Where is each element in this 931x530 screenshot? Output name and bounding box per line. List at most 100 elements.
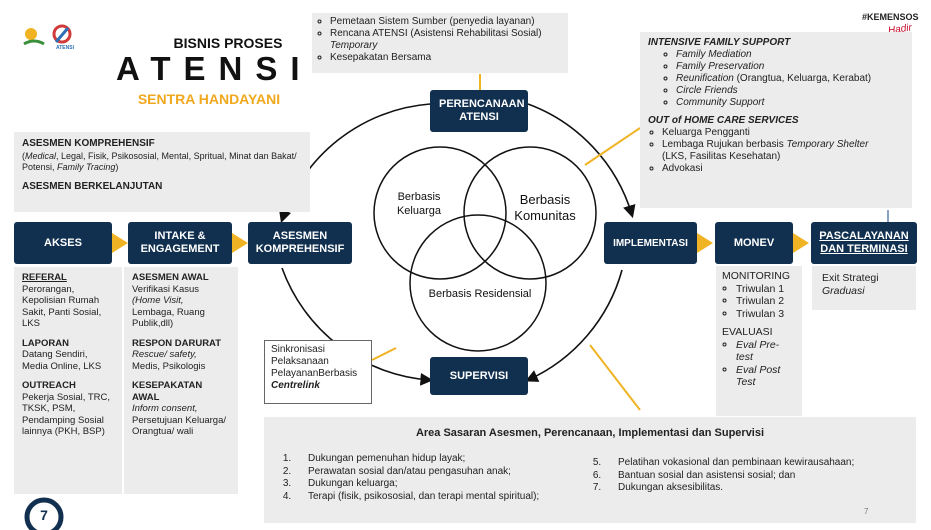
- intake-label: INTAKE & ENGAGEMENT: [140, 230, 220, 255]
- title-line2: ATENSI: [116, 50, 313, 87]
- triwulan-2: Triwulan 2: [736, 295, 796, 308]
- sinkron-line-2: Pelaksanaan: [271, 356, 329, 367]
- intensive-item-3: Reunification (Orangtua, Keluarga, Kerab…: [676, 73, 904, 85]
- area-item-2: Perawatan sosial dan/atau pengasuhan ana…: [294, 466, 604, 479]
- connector-area: [589, 344, 641, 411]
- eval-posttest: Eval Post Test: [736, 364, 796, 389]
- intensive-box: INTENSIVE FAMILY SUPPORT Family Mediatio…: [640, 32, 912, 208]
- temporary-shelter: Temporary Shelter: [786, 139, 869, 150]
- graduasi: Graduasi: [822, 284, 865, 297]
- respon-darurat-heading: RESPON DARURAT: [132, 337, 222, 349]
- top-item-3: Kesepakatan Bersama: [330, 52, 562, 64]
- asesmen-heading: ASESMEN KOMPREHENSIF: [22, 138, 155, 149]
- pasca-label: PASCALAYANAN DAN TERMINASI: [819, 230, 909, 255]
- sinkron-box: Sinkronisasi Pelaksanaan PelayananBerbas…: [264, 340, 372, 404]
- lembaga-text: Lembaga Rujukan berbasis: [662, 139, 787, 150]
- outofhome-item-1: Keluarga Pengganti: [662, 127, 904, 139]
- pasca-column: Exit Strategi Graduasi: [812, 266, 916, 310]
- flow-arrow-4: [793, 233, 809, 253]
- asesmen-detail: (Medical, Legal, Fisik, Psikososial, Men…: [22, 151, 302, 173]
- venn-label-komunitas: Berbasis Komunitas: [514, 192, 576, 223]
- monev-box: MONEV: [715, 222, 793, 264]
- area-item-7: Dukungan aksesibilitas.: [604, 482, 924, 495]
- asesmen-paren-open: (: [22, 151, 25, 161]
- asesmen-medical: Medical: [25, 151, 57, 161]
- outreach-text: Pekerja Sosial, TRC, TKSK, PSM, Pendampi…: [22, 391, 110, 438]
- intensive-item-2: Family Preservation: [676, 61, 904, 73]
- area-list-right: Pelatihan vokasional dan pembinaan kewir…: [586, 457, 924, 495]
- venn-circle-residensial: [409, 214, 547, 352]
- intake-box: INTAKE & ENGAGEMENT: [128, 222, 232, 264]
- monev-label: MONEV: [733, 236, 775, 249]
- kesepakatan-inform: Inform consent,: [132, 403, 198, 414]
- asesmen-detail-text: , Legal, Fisik, Psikososial, Mental, Spr…: [22, 151, 297, 172]
- outofhome-item-2: Lembaga Rujukan berbasis Temporary Shelt…: [662, 139, 904, 163]
- page-number: 7: [40, 507, 48, 523]
- referal-text: Perorangan, Kepolisian Rumah Sakit, Pant…: [22, 283, 102, 330]
- intensive-item-1: Family Mediation: [676, 49, 904, 61]
- asesmen-info-box: ASESMEN KOMPREHENSIF (Medical, Legal, Fi…: [14, 132, 310, 212]
- area-list-left: Dukungan pemenuhan hidup layak; Perawata…: [276, 453, 604, 503]
- outreach-heading: OUTREACH: [22, 380, 76, 391]
- logo-text: ATENSI: [56, 45, 74, 51]
- logo-emblem-icon: [23, 24, 72, 46]
- area-item-4: Terapi (fisik, psikososial, dan terapi m…: [294, 491, 604, 504]
- area-box: Area Sasaran Asesmen, Perencanaan, Imple…: [264, 417, 916, 523]
- logo: ATENSI: [22, 24, 80, 52]
- asesmen-awal-home-visit: (Home Visit,: [132, 295, 184, 306]
- exit-strategi: Exit Strategi: [822, 272, 879, 284]
- perencanaan-label: PERENCANAAN ATENSI: [439, 98, 525, 123]
- top-item-2-text: Rencana ATENSI (Asistensi Rehabilitasi S…: [330, 28, 542, 39]
- area-item-3: Dukungan keluarga;: [294, 478, 604, 491]
- outofhome-heading: OUT of HOME CARE SERVICES: [648, 115, 799, 126]
- venn-label-keluarga: Berbasis Keluarga: [396, 191, 442, 217]
- intake-column: ASESMEN AWAL Verifikasi Kasus (Home Visi…: [124, 267, 238, 494]
- asesmen-paren-close: ): [115, 162, 119, 172]
- intensive-item-5: Community Support: [676, 97, 904, 109]
- page-badge-ring: [24, 497, 64, 530]
- respon-darurat-2: Medis, Psikologis: [132, 360, 206, 372]
- respon-rescue: Rescue/ safety,: [132, 349, 197, 360]
- title-line3: SENTRA HANDAYANI: [137, 91, 281, 107]
- implementasi-box: IMPLEMENTASI: [604, 222, 697, 264]
- laporan-text: Datang Sendiri, Media Online, LKS: [22, 349, 102, 372]
- asesmen-awal-heading: ASESMEN AWAL: [132, 272, 209, 283]
- supervisi-box: SUPERVISI: [430, 357, 528, 395]
- supervisi-label: SUPERVISI: [449, 369, 509, 382]
- area-item-1: Dukungan pemenuhan hidup layak;: [294, 453, 604, 466]
- reunification-text: Reunification: [676, 73, 734, 84]
- triwulan-3: Triwulan 3: [736, 308, 796, 321]
- akses-column: REFERAL Perorangan, Kepolisian Rumah Sak…: [14, 267, 122, 494]
- intensive-item-4: Circle Friends: [676, 85, 904, 97]
- asesmen-box: ASESMEN KOMPREHENSIF: [248, 222, 352, 264]
- kesepakatan-heading: KESEPAKATAN AWAL: [132, 380, 203, 403]
- akses-label: AKSES: [44, 236, 82, 249]
- flow-arrow-3: [697, 233, 713, 253]
- connector-sinkron: [371, 347, 397, 361]
- kesepakatan-2: Persetujuan Keluarga/ Orangtua/ wali: [132, 414, 227, 438]
- flow-arrow-1: [112, 233, 128, 253]
- sinkron-line-1: Sinkronisasi: [271, 344, 325, 355]
- top-item-1: Pemetaan Sistem Sumber (penyedia layanan…: [330, 16, 562, 28]
- area-item-5: Pelatihan vokasional dan pembinaan kewir…: [604, 457, 924, 470]
- top-item-temporary: Temporary: [330, 40, 378, 51]
- connector-intensive: [584, 127, 641, 166]
- intensive-heading: INTENSIVE FAMILY SUPPORT: [648, 37, 791, 48]
- cycle-arc-right-bottom: [525, 269, 623, 382]
- area-title: Area Sasaran Asesmen, Perencanaan, Imple…: [415, 427, 765, 439]
- perencanaan-box: PERENCANAAN ATENSI: [430, 90, 528, 132]
- top-center-box: Pemetaan Sistem Sumber (penyedia layanan…: [312, 13, 568, 73]
- asesmen-awal-1: Verifikasi Kasus: [132, 283, 200, 295]
- venn-circle-keluarga: [373, 146, 507, 280]
- implementasi-label: IMPLEMENTASI: [613, 237, 688, 249]
- venn-circle-komunitas: [463, 146, 597, 280]
- top-item-2: Rencana ATENSI (Asistensi Rehabilitasi S…: [330, 28, 562, 52]
- eval-pretest: Eval Pre-test: [736, 339, 796, 364]
- asesmen-label: ASESMEN KOMPREHENSIF: [255, 230, 345, 255]
- monev-column: MONITORING Triwulan 1 Triwulan 2 Triwula…: [716, 266, 802, 416]
- monitoring-heading: MONITORING: [722, 270, 791, 282]
- asesmen-berkelanjutan: ASESMEN BERKELANJUTAN: [22, 181, 163, 192]
- reunification-rest: (Orangtua, Keluarga, Kerabat): [733, 73, 872, 84]
- akses-box: AKSES: [14, 222, 112, 264]
